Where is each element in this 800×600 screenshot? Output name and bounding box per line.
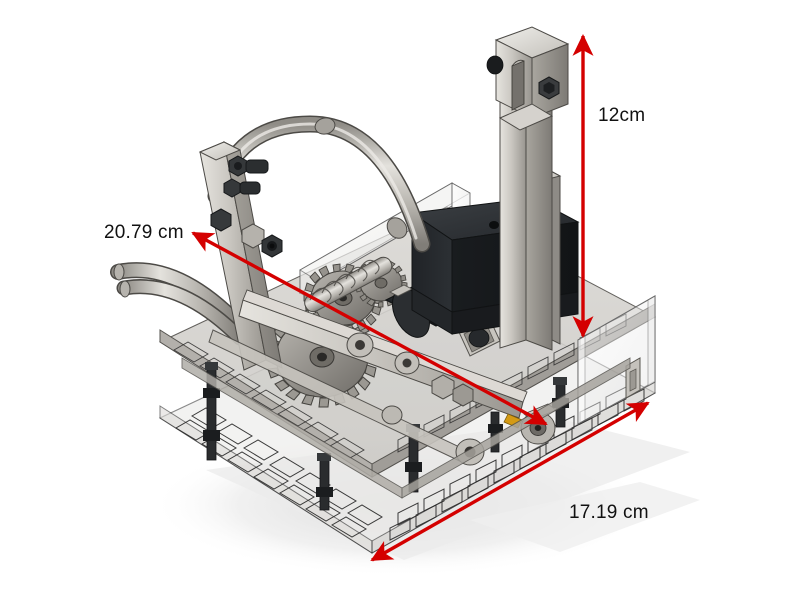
dimension-label-width: 17.19 cm <box>569 502 649 523</box>
pivot-bolt <box>486 55 504 75</box>
dimension-label-height: 12cm <box>598 105 646 126</box>
left-diagonal-tubes <box>110 262 248 346</box>
vent-hole-a <box>489 221 499 229</box>
dimension-width-arrow <box>370 401 650 562</box>
dimension-diagonal-arrow <box>191 231 548 426</box>
hex-nut <box>538 76 560 100</box>
dimension-label-diagonal: 20.79 cm <box>104 222 184 243</box>
